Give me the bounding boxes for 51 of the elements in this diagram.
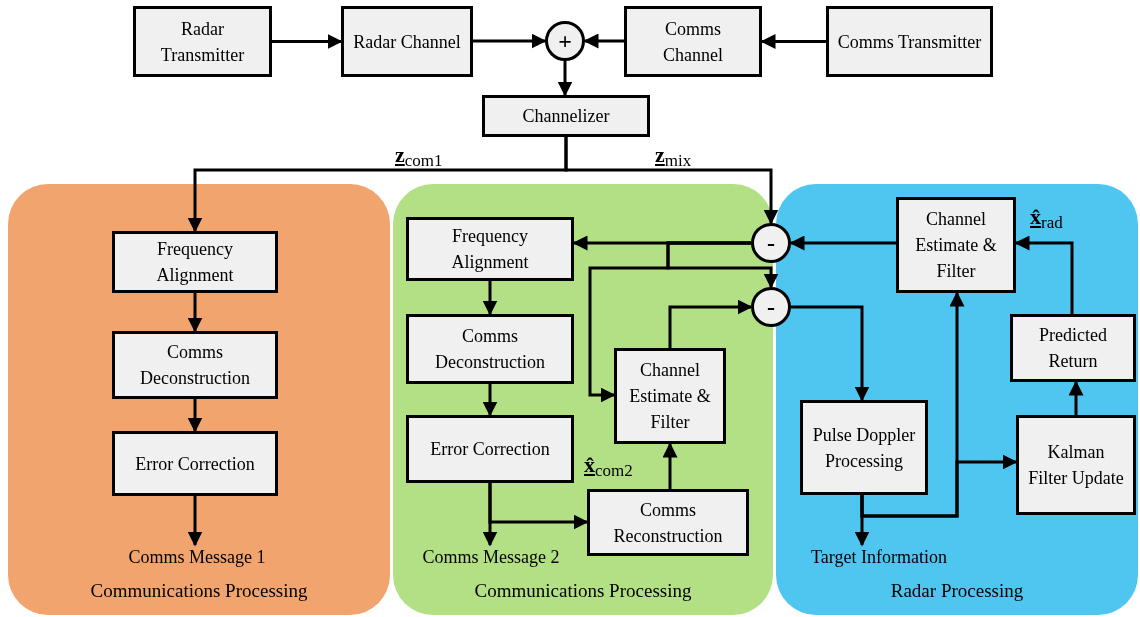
process-box: Predicted Return xyxy=(1010,314,1136,382)
edge-label: z$_{com1}$ xyxy=(395,141,443,171)
processing-panel xyxy=(393,184,773,615)
arrow xyxy=(187,496,203,547)
process-box: Radar Channel xyxy=(341,6,473,77)
process-box: Frequency Alignment xyxy=(406,217,574,281)
process-box: Frequency Alignment xyxy=(112,231,278,293)
arrow xyxy=(473,33,547,49)
arrow xyxy=(187,293,203,333)
arrow xyxy=(668,299,753,348)
output-label: Comms Message 1 xyxy=(112,545,282,569)
arrow xyxy=(666,241,779,289)
arrow xyxy=(1014,235,1074,314)
arrow xyxy=(564,137,779,225)
processing-panel xyxy=(8,184,390,615)
arrow xyxy=(791,305,870,402)
output-label: Target Information xyxy=(790,545,968,569)
arrow xyxy=(860,454,1018,518)
edge-label: z$_{mix}$ xyxy=(655,141,692,171)
process-box: Comms Deconstruction xyxy=(406,314,574,384)
panel-title: Radar Processing xyxy=(889,578,1025,603)
arrow xyxy=(789,235,896,251)
process-box: Pulse Doppler Processing xyxy=(800,400,928,495)
arrow xyxy=(583,33,624,49)
arrow xyxy=(557,61,573,97)
process-box: Comms Transmitter xyxy=(826,6,993,77)
arrow xyxy=(272,34,343,49)
arrow xyxy=(1068,380,1084,415)
arrow xyxy=(482,384,498,417)
edge-label: x̂$_{com2}$ xyxy=(584,451,633,481)
process-box: Error Correction xyxy=(112,431,278,496)
arrow xyxy=(760,34,826,49)
processing-panel xyxy=(776,184,1138,615)
arrow xyxy=(662,442,678,489)
process-box: Radar Transmitter xyxy=(133,6,272,77)
process-box: Kalman Filter Update xyxy=(1016,415,1136,515)
panel-title: Communications Processing xyxy=(89,578,309,603)
output-label: Comms Message 2 xyxy=(406,545,576,569)
arrow xyxy=(488,483,589,530)
process-box: Channel Estimate & Filter xyxy=(896,197,1016,293)
arrow xyxy=(187,399,203,433)
process-box: Channel Estimate & Filter xyxy=(614,348,726,444)
process-box: Error Correction xyxy=(406,415,574,483)
panel-title: Communications Processing xyxy=(473,578,693,603)
summing-junction: + xyxy=(545,21,585,61)
process-box: Comms Deconstruction xyxy=(112,331,278,399)
edge-label: x̂$_{rad}$ xyxy=(1030,203,1063,233)
arrow xyxy=(482,281,498,316)
process-box: Comms Channel xyxy=(624,6,762,77)
process-box: Channelizer xyxy=(482,95,650,137)
process-box: Comms Reconstruction xyxy=(587,489,749,556)
